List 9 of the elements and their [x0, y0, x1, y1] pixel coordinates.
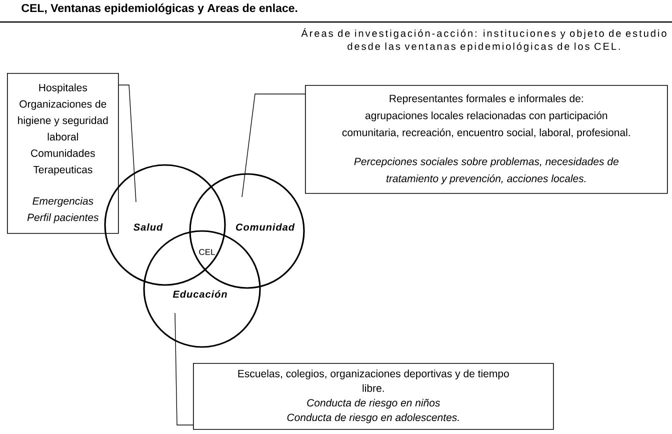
- leader-line: [174, 312, 194, 426]
- text-box: Representantes formales e informales de: agrupaciones locales relacionadas con participación comunitaria, recreación, encuentro social, laboral, profesional. Percepciones sociales sobre problemas, necesidades de tratamiento y prevención, acciones locales.: [305, 85, 668, 194]
- leader-line: [242, 94, 306, 198]
- title-text: CEL, Ventanas epidemiológicas y Areas de enlace.: [22, 4, 298, 14]
- subtitle-text: Áreas de investigación-acción: instituciones y objeto de estudio desde las ventanas epidemiológicas de los CEL.: [301, 28, 666, 52]
- leader-line: [118, 84, 136, 202]
- intersection-label: CEL: [199, 249, 215, 255]
- text-box: Escuelas, colegios, organizaciones deportivas y de tiempo libre. Conducta de riesgo en niños Conducta de riesgo en adolescentes.: [193, 363, 554, 430]
- text-box: Hospitales Organizaciones de higiene y seguridad laboral Comunidades Terapeuticas Emergencias Perfil pacientes: [7, 73, 119, 234]
